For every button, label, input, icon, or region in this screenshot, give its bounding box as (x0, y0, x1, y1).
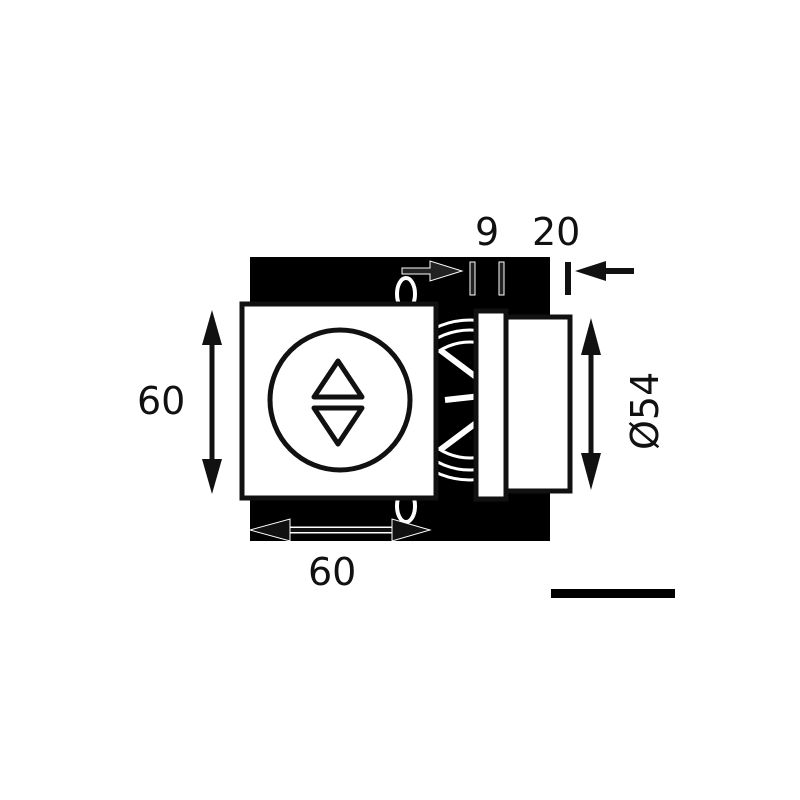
front-plate (239, 301, 439, 501)
dim-body-diameter: Ø54 (623, 372, 667, 450)
flange-plate (473, 308, 509, 502)
dim-flange-arrow (401, 260, 464, 282)
dim-depth-arrow (575, 261, 634, 281)
dim-front-width: 60 (308, 550, 356, 594)
scale-bar (551, 589, 675, 598)
rocker-circle (267, 327, 413, 473)
up-arrow-icon (311, 358, 365, 400)
down-arrow-icon (311, 405, 365, 447)
dim-front-height: 60 (137, 379, 185, 423)
dim-depth: 20 (532, 210, 580, 254)
dim-flange-thickness: 9 (475, 210, 499, 254)
body-cylinder (503, 314, 573, 494)
